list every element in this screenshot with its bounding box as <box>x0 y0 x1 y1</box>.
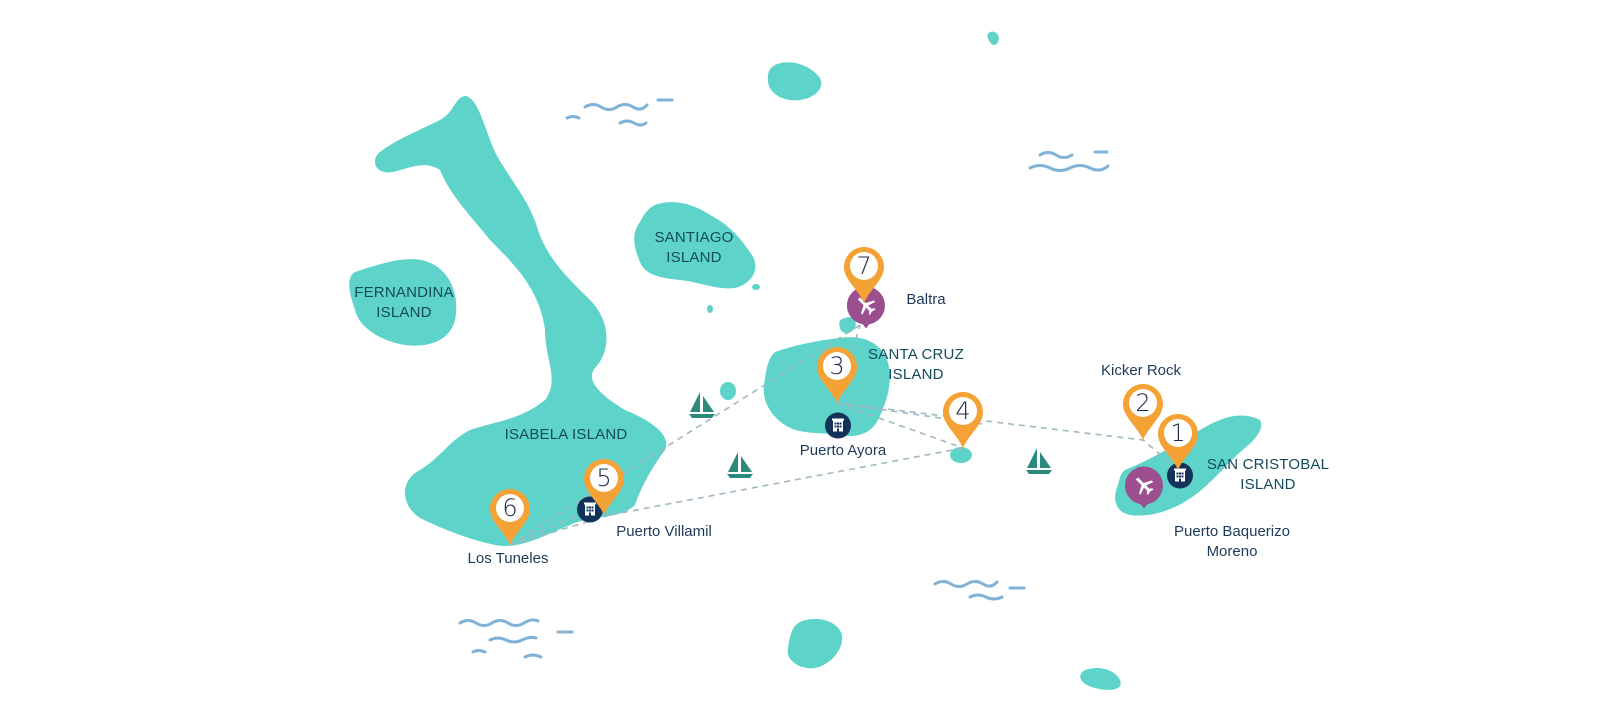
map-pin-icon <box>584 459 624 515</box>
hotel-icon[interactable] <box>825 412 851 444</box>
airport-pin-san-cristobal[interactable] <box>1124 466 1163 516</box>
isabela-island-shape <box>374 96 667 546</box>
airplane-icon <box>1135 477 1154 496</box>
airport-pin-baltra[interactable] <box>846 286 885 336</box>
stop-pin-7[interactable]: 7 <box>844 247 884 303</box>
stop-pin-1[interactable]: 1 <box>1158 414 1198 470</box>
map-pin-icon <box>490 489 530 545</box>
sailboat-icon <box>689 392 715 418</box>
map-pin-icon <box>844 247 884 303</box>
stop-pin-6[interactable]: 6 <box>490 489 530 545</box>
santiago-island-shape <box>634 202 756 289</box>
sailboat-icons <box>689 392 1052 478</box>
place-label-baltra: Baltra <box>906 291 946 308</box>
map-pin-icon <box>817 347 857 403</box>
airplane-icon <box>857 297 876 316</box>
stop-pin-4[interactable]: 4 <box>943 392 983 448</box>
stop-pin-5[interactable]: 5 <box>584 459 624 515</box>
genovesa-island-shape <box>767 62 822 101</box>
sailboat-icon <box>727 452 753 478</box>
stop-pin-3[interactable]: 3 <box>817 347 857 403</box>
hotel-icon[interactable] <box>577 496 603 528</box>
ocean-waves <box>458 98 1110 659</box>
map-pin-icon <box>1123 384 1163 440</box>
island-label-isabela: ISABELA ISLAND <box>504 426 628 443</box>
place-label-los-tuneles: Los Tuneles <box>467 550 549 567</box>
sailboat-icon <box>1026 448 1052 474</box>
place-label-puerto-villamil: Puerto Villamil <box>616 523 712 540</box>
map-pin-icon <box>943 392 983 448</box>
route-lines <box>509 324 1179 546</box>
fernandina-island-shape <box>349 259 457 346</box>
stop-pin-2[interactable]: 2 <box>1123 384 1163 440</box>
place-label-puerto-ayora: Puerto Ayora <box>799 442 887 459</box>
place-label-kicker-rock: Kicker Rock <box>1100 362 1182 379</box>
hotel-icon[interactable] <box>1167 462 1193 494</box>
espanola-island-shape <box>1080 668 1121 690</box>
map-pin-icon <box>1158 414 1198 470</box>
floreana-island-shape <box>787 618 843 669</box>
